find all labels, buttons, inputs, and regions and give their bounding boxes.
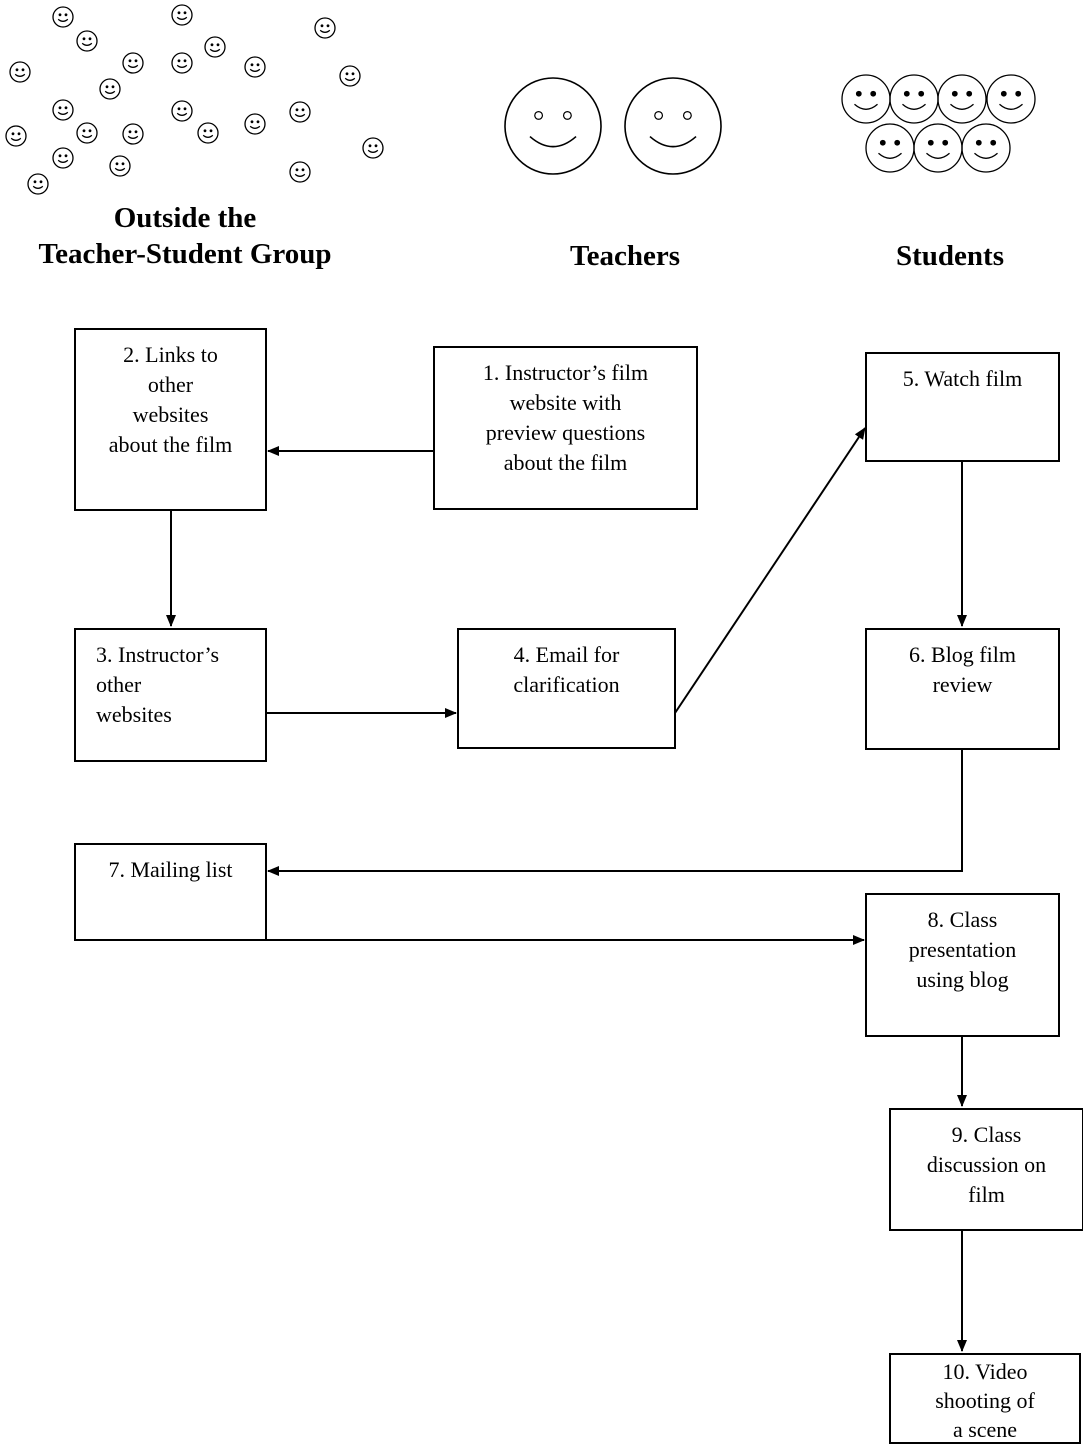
step-9-line3: film: [968, 1182, 1005, 1207]
small-smiley-icon: [122, 52, 144, 74]
step-10-line1: 10. Video: [942, 1359, 1028, 1384]
step-3-line1: 3. Instructor’s: [96, 642, 220, 667]
step-1-line1: 1. Instructor’s film: [482, 360, 649, 385]
small-smiley-icon: [314, 17, 336, 39]
student-smiley-icon: [961, 123, 1011, 173]
step-2-line2: other: [147, 372, 194, 397]
step-10-line2: shooting of: [935, 1388, 1035, 1413]
step-10-box: 10. Video shooting of a scene: [889, 1353, 1081, 1444]
faces-layer: [5, 4, 1036, 195]
student-smiley-icon: [937, 74, 987, 124]
student-smiley-icon: [865, 123, 915, 173]
small-smiley-icon: [244, 56, 266, 78]
step-4-line1: 4. Email for: [513, 642, 620, 667]
small-smiley-icon: [289, 101, 311, 123]
teacher-smiley-icon: [624, 77, 722, 175]
heading-teachers-label: Teachers: [569, 240, 681, 272]
arrows-layer: [166, 427, 967, 1352]
small-smiley-icon: [339, 65, 361, 87]
step-6-box: 6. Blog film review: [865, 628, 1060, 750]
step-4-line2: clarification: [513, 672, 620, 697]
small-smiley-icon: [5, 125, 27, 147]
step-3-box: 3. Instructor’s other websites: [74, 628, 267, 762]
student-smiley-icon: [986, 74, 1036, 124]
step-1-line2: website with: [509, 390, 622, 415]
small-smiley-icon: [109, 155, 131, 177]
small-smiley-icon: [171, 52, 193, 74]
step-7-line1: 7. Mailing list: [108, 857, 233, 882]
small-smiley-icon: [9, 61, 31, 83]
step-9-line2: discussion on: [926, 1152, 1047, 1177]
teacher-smiley-icon: [504, 77, 602, 175]
small-smiley-icon: [52, 6, 74, 28]
heading-outside-group: Outside the Teacher-Student Group: [14, 200, 356, 272]
heading-students-label: Students: [896, 240, 1004, 272]
small-smiley-icon: [52, 147, 74, 169]
small-smiley-icon: [244, 113, 266, 135]
student-smiley-icon: [841, 74, 891, 124]
heading-teachers: Teachers: [540, 238, 710, 274]
small-smiley-icon: [99, 78, 121, 100]
step-3-line2: other: [96, 672, 142, 697]
small-smiley-icon: [52, 99, 74, 121]
step-1-line4: about the film: [503, 450, 628, 475]
heading-outside-line2: Teacher-Student Group: [38, 238, 332, 270]
step-8-box: 8. Class presentation using blog: [865, 893, 1060, 1037]
step-6-line1: 6. Blog film: [909, 642, 1016, 667]
step-2-line1: 2. Links to: [123, 342, 218, 367]
step-2-line3: websites: [132, 402, 209, 427]
step-1-box: 1. Instructor’s film website with previe…: [433, 346, 698, 510]
step-2-box: 2. Links to other websites about the fil…: [74, 328, 267, 511]
step-3-line3: websites: [96, 702, 172, 727]
step-8-line3: using blog: [916, 967, 1009, 992]
small-smiley-icon: [289, 161, 311, 183]
small-smiley-icon: [76, 30, 98, 52]
step-7-box: 7. Mailing list: [74, 843, 267, 941]
arrow-step4-to-step5: [674, 427, 866, 714]
step-5-line1: 5. Watch film: [902, 366, 1023, 391]
student-smiley-icon: [913, 123, 963, 173]
heading-outside-line1: Outside the: [113, 202, 257, 234]
small-smiley-icon: [197, 122, 219, 144]
small-smiley-icon: [76, 122, 98, 144]
heading-students: Students: [870, 238, 1030, 274]
small-smiley-icon: [27, 173, 49, 195]
step-2-line4: about the film: [108, 432, 233, 457]
step-8-line2: presentation: [908, 937, 1017, 962]
small-smiley-icon: [171, 4, 193, 26]
small-smiley-icon: [362, 137, 384, 159]
arrow-step6-to-step7: [267, 749, 963, 876]
step-6-line2: review: [932, 672, 993, 697]
small-smiley-icon: [204, 36, 226, 58]
step-9-box: 9. Class discussion on film: [889, 1108, 1083, 1231]
step-8-line1: 8. Class: [927, 907, 998, 932]
student-smiley-icon: [889, 74, 939, 124]
step-5-box: 5. Watch film: [865, 352, 1060, 462]
small-smiley-icon: [171, 100, 193, 122]
small-smiley-icon: [122, 123, 144, 145]
step-1-line3: preview questions: [485, 420, 646, 445]
step-4-box: 4. Email for clarification: [457, 628, 676, 749]
step-9-line1: 9. Class: [951, 1122, 1022, 1147]
step-10-line3: a scene: [952, 1417, 1018, 1442]
